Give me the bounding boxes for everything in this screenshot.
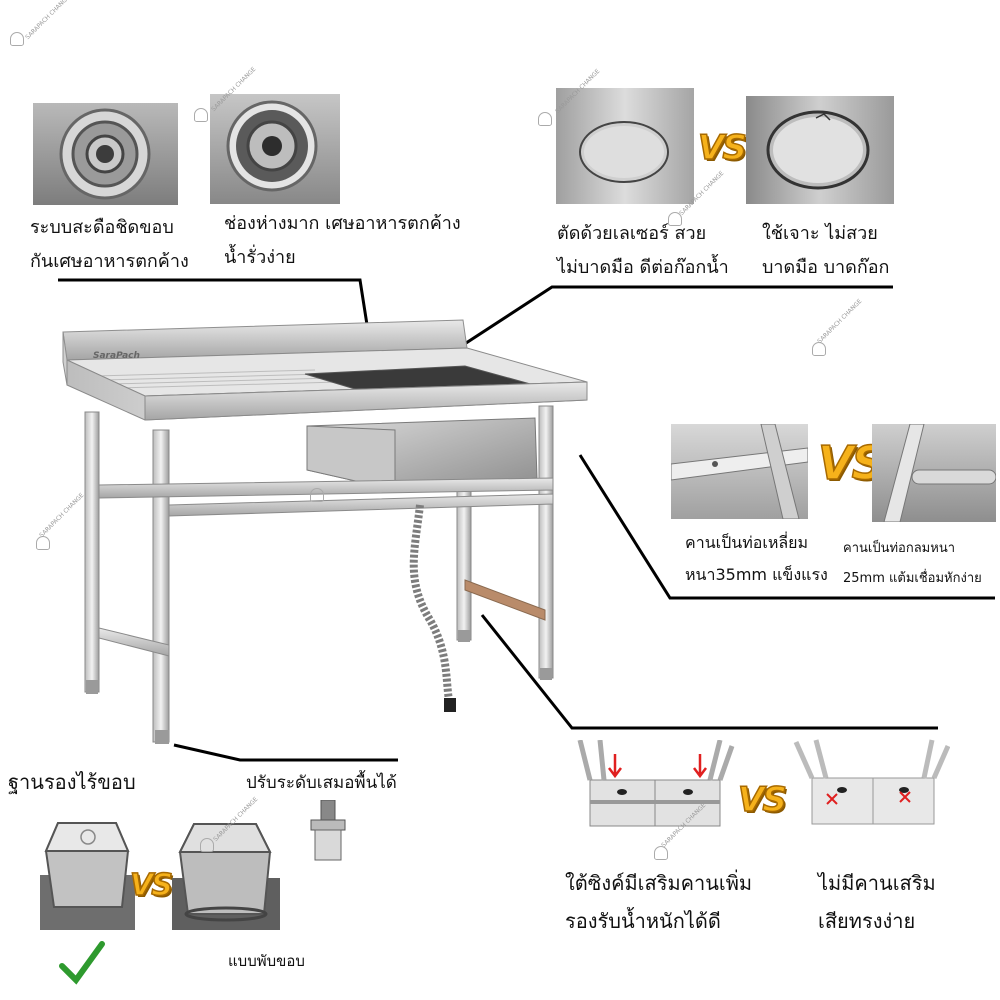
arrow-icon xyxy=(608,754,622,779)
drain-bad-photo xyxy=(210,94,340,204)
drain-good-photo xyxy=(33,103,178,205)
drilled-caption: ใช้เจาะ ไม่สวย บาดมือ บาดก๊อก xyxy=(762,223,890,278)
watermark-logo-icon xyxy=(200,838,214,852)
watermark-logo-icon xyxy=(538,112,552,126)
round-beam-icon xyxy=(883,424,996,522)
drilled-hole-photo xyxy=(746,96,894,204)
support-good-caption: ใต้ซิงค์มีเสริมคานเพิ่ม รองรับน้ำหนักได้… xyxy=(565,871,753,933)
foot-fold-caption: แบบพับขอบ xyxy=(228,952,305,970)
square-beam-photo xyxy=(671,424,808,519)
cross-icon xyxy=(826,793,838,805)
laser-cut-photo xyxy=(556,88,694,204)
watermark-logo-icon xyxy=(36,536,50,550)
watermark-logo-icon xyxy=(668,212,682,226)
drain-good-caption: ระบบสะดือชิดขอบ กันเศษอาหารตกค้าง xyxy=(30,217,189,272)
watermark-logo-icon xyxy=(310,488,324,502)
folded-foot-icon xyxy=(172,823,280,930)
square-beam-icon xyxy=(671,424,808,519)
support-bad-caption: ไม่มีคานเสริม เสียทรงง่าย xyxy=(818,871,936,933)
foot-good-photo xyxy=(40,815,135,930)
cross-icon xyxy=(899,791,911,803)
brand-plate: SaraPach xyxy=(93,351,140,361)
watermark-logo-icon xyxy=(10,32,24,46)
round-beam-photo xyxy=(872,424,996,522)
leveling-foot-icon xyxy=(310,799,346,861)
leveling-foot-photo xyxy=(303,799,353,865)
vs-badge-cut: VS xyxy=(697,127,747,169)
support-good-photo xyxy=(570,739,735,840)
drain-icon xyxy=(59,108,151,200)
drain-gap-icon xyxy=(226,100,318,192)
laser-hole-icon xyxy=(579,121,669,183)
vs-badge-foot: VS xyxy=(129,867,173,904)
laser-cut-caption: ตัดด้วยเลเซอร์ สวย ไม่บาดมือ ดีต่อก๊อกน้… xyxy=(557,223,729,278)
flat-foot-icon xyxy=(40,822,135,930)
watermark-logo-icon xyxy=(812,342,826,356)
sink-table-illustration: SaraPach xyxy=(62,319,588,744)
round-beam-caption: คานเป็นท่อกลมหนา 25mm แต้มเชื่อมหักง่าย xyxy=(843,541,982,586)
watermark-logo-icon xyxy=(654,846,668,860)
foot-base-caption: ฐานรองไร้ขอบ xyxy=(8,770,136,794)
support-bad-photo xyxy=(790,738,951,834)
foot-adjust-caption: ปรับระดับเสมอพื้นได้ xyxy=(246,773,397,793)
arrow-icon xyxy=(693,754,707,779)
drilled-hole-icon xyxy=(766,110,870,190)
square-beam-caption: คานเป็นท่อเหลี่ยม หนา35mm แข็งแรง xyxy=(685,533,828,584)
vs-badge-support: VS xyxy=(737,779,787,821)
foot-bad-photo xyxy=(172,818,280,930)
check-icon xyxy=(59,941,105,985)
watermark-logo-icon xyxy=(194,108,208,122)
drain-bad-caption: ช่องห่างมาก เศษอาหารตกค้าง น้ำรั่วง่าย xyxy=(224,213,461,268)
